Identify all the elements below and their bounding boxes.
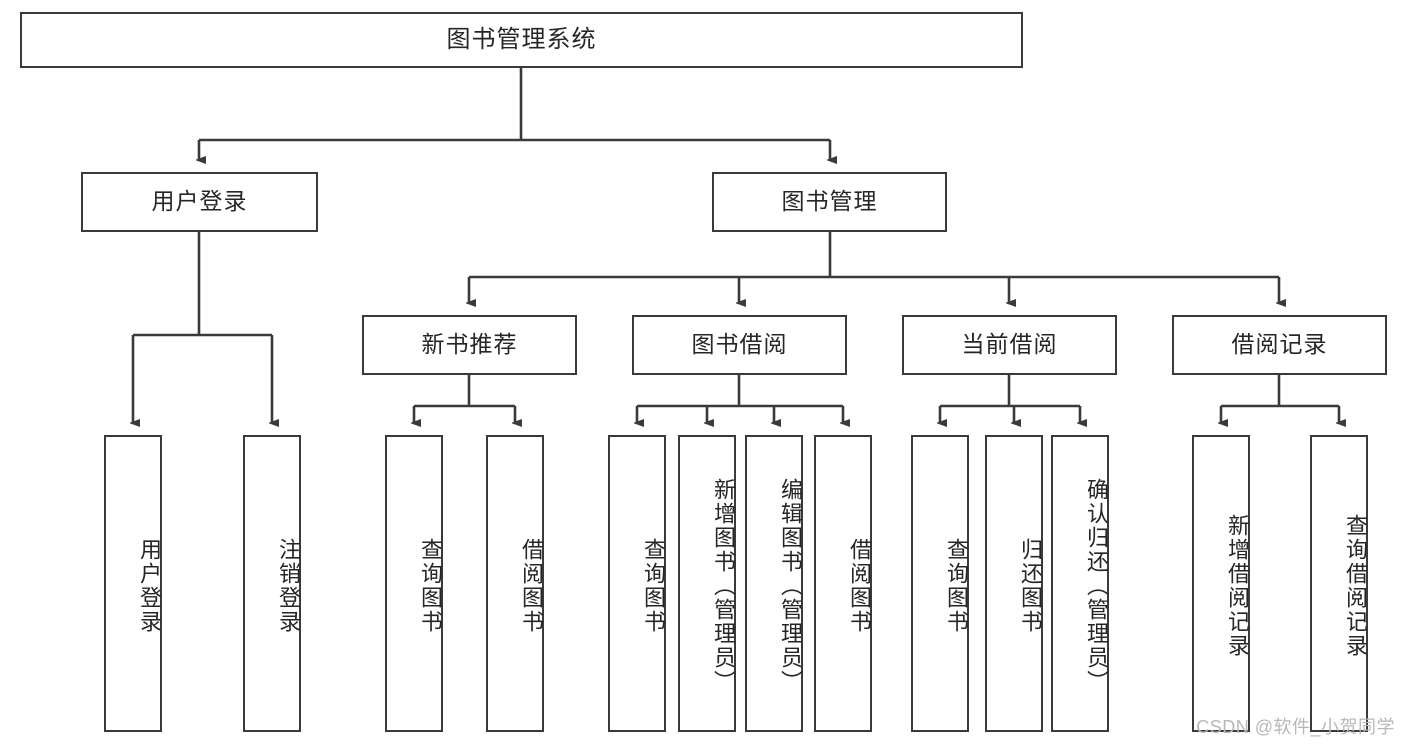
leaf-label: 归还图书 — [1018, 537, 1043, 634]
leaf-label: 用户登录 — [137, 537, 162, 634]
node-root[interactable]: 图书管理系统 — [20, 12, 1023, 68]
node-leaf-return-book[interactable]: 归还图书 — [985, 435, 1043, 732]
node-leaf-add-book-admin[interactable]: 新增图书（管理员） — [678, 435, 736, 732]
node-book-manage[interactable]: 图书管理 — [712, 172, 947, 232]
node-leaf-confirm-return-admin[interactable]: 确认归还（管理员） — [1051, 435, 1109, 732]
leaf-label: 新增图书（管理员） — [711, 477, 736, 694]
node-leaf-query-book-borrow[interactable]: 查询图书 — [608, 435, 666, 732]
watermark-text: CSDN @软件_小贺同学 — [1196, 717, 1395, 737]
node-book-borrow[interactable]: 图书借阅 — [632, 315, 847, 375]
leaf-label: 借阅图书 — [847, 537, 872, 634]
node-leaf-user-login[interactable]: 用户登录 — [104, 435, 162, 732]
node-leaf-query-book-recommendation[interactable]: 查询图书 — [385, 435, 443, 732]
node-leaf-borrow-book-recommendation[interactable]: 借阅图书 — [486, 435, 544, 732]
leaf-label: 查询图书 — [641, 537, 666, 634]
leaf-label: 查询图书 — [944, 537, 969, 634]
leaf-label: 新增借阅记录 — [1225, 513, 1250, 658]
node-leaf-add-borrow-record[interactable]: 新增借阅记录 — [1192, 435, 1250, 732]
node-leaf-query-borrow-record[interactable]: 查询借阅记录 — [1310, 435, 1368, 732]
leaf-label: 确认归还（管理员） — [1084, 477, 1109, 694]
node-leaf-user-logout[interactable]: 注销登录 — [243, 435, 301, 732]
leaf-label: 编辑图书（管理员） — [778, 477, 803, 694]
leaf-label: 注销登录 — [276, 537, 301, 634]
node-leaf-borrow-book[interactable]: 借阅图书 — [814, 435, 872, 732]
node-user-login[interactable]: 用户登录 — [81, 172, 318, 232]
node-leaf-edit-book-admin[interactable]: 编辑图书（管理员） — [745, 435, 803, 732]
node-leaf-query-book-current[interactable]: 查询图书 — [911, 435, 969, 732]
node-current-borrow[interactable]: 当前借阅 — [902, 315, 1117, 375]
leaf-label: 借阅图书 — [519, 537, 544, 634]
leaf-label: 查询图书 — [418, 537, 443, 634]
leaf-label: 查询借阅记录 — [1343, 513, 1368, 658]
node-borrow-record[interactable]: 借阅记录 — [1172, 315, 1387, 375]
node-new-book-recommendation[interactable]: 新书推荐 — [362, 315, 577, 375]
